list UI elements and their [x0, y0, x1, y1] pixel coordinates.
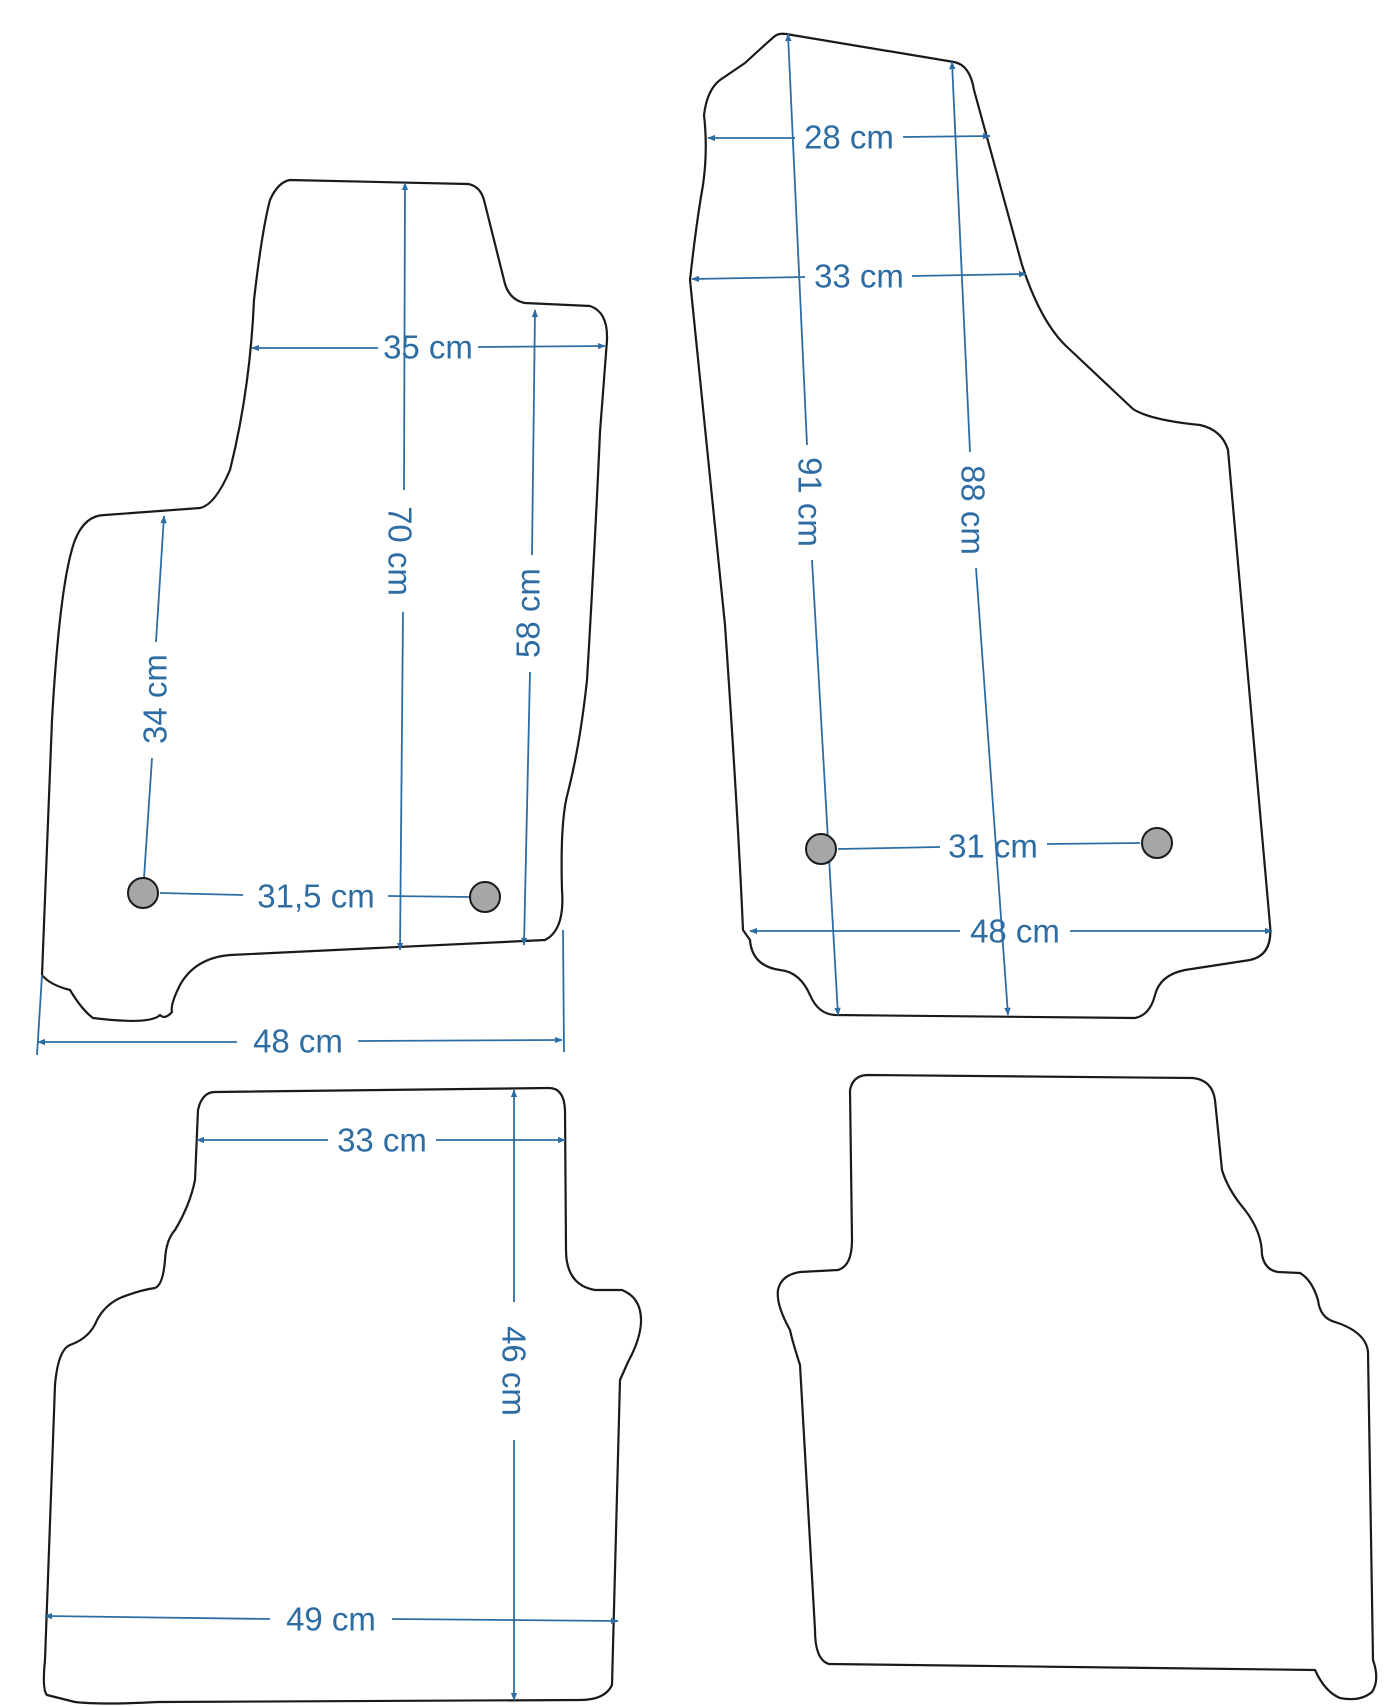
dim-line-91cm-top	[785, 33, 808, 446]
dim-line-88cm-top	[949, 61, 971, 453]
dimension-lines	[36, 33, 1273, 1701]
label-34cm: 34 cm	[137, 654, 174, 744]
label-35cm: 35 cm	[383, 329, 473, 366]
dimension-labels: 35 cm 70 cm 58 cm 34 cm 31,5 cm 48 cm 28…	[137, 119, 1060, 1638]
fixing-clip-icon	[805, 833, 837, 865]
label-49cm: 49 cm	[286, 1601, 376, 1638]
dim-line-48cm-right	[357, 1036, 563, 1044]
dim-line-58cm-top	[531, 309, 539, 556]
label-91cm: 91 cm	[792, 457, 829, 547]
dim-line-58cm-bottom	[520, 671, 531, 946]
dim-line-88cm-bottom	[975, 567, 1011, 1016]
label-48cm-passenger: 48 cm	[970, 913, 1060, 950]
fixing-clip-icon	[127, 877, 159, 909]
dim-line-91cm-bottom	[811, 559, 841, 1016]
dim-line-31cm-left	[837, 846, 941, 850]
front-passenger-mat-outline	[688, 32, 1272, 1020]
dim-line-35cm-right	[477, 342, 606, 350]
dim-line-70cm-bottom	[396, 611, 404, 951]
rear-right-mat-outline	[776, 1073, 1378, 1701]
dim-line-31-5cm-right	[387, 895, 471, 898]
fixing-clip-icon	[469, 881, 501, 913]
rear-left-mat-outline	[42, 1086, 643, 1705]
label-33cm-rear: 33 cm	[337, 1122, 427, 1159]
dim-line-31-5cm-left	[159, 892, 244, 896]
dim-line-49cm-left	[44, 1612, 271, 1620]
dim-line-33cm-top-right	[911, 270, 1027, 278]
dim-line-34cm-bottom	[142, 757, 153, 894]
label-88cm: 88 cm	[955, 465, 992, 555]
dim-line-31cm-right	[1046, 842, 1141, 845]
dim-line-33cm-top-left	[691, 275, 806, 283]
label-48cm-driver: 48 cm	[253, 1023, 343, 1060]
dim-line-28cm-right	[902, 132, 991, 140]
dim-line-70cm-top	[401, 182, 409, 491]
label-46cm: 46 cm	[496, 1326, 533, 1416]
dim-ext-48cm-left	[36, 974, 43, 1056]
label-31cm: 31 cm	[948, 828, 1038, 865]
front-driver-mat-outline	[40, 178, 609, 1022]
label-70cm: 70 cm	[382, 506, 419, 596]
label-28cm: 28 cm	[804, 119, 894, 156]
label-33cm-passenger: 33 cm	[814, 258, 904, 295]
dim-line-34cm-top	[155, 515, 167, 643]
dim-line-49cm-right	[391, 1617, 619, 1625]
label-31-5cm: 31,5 cm	[257, 878, 374, 915]
label-58cm: 58 cm	[510, 568, 547, 658]
dim-ext-48cm-right	[562, 929, 565, 1053]
fixing-clip-icon	[1141, 827, 1173, 859]
